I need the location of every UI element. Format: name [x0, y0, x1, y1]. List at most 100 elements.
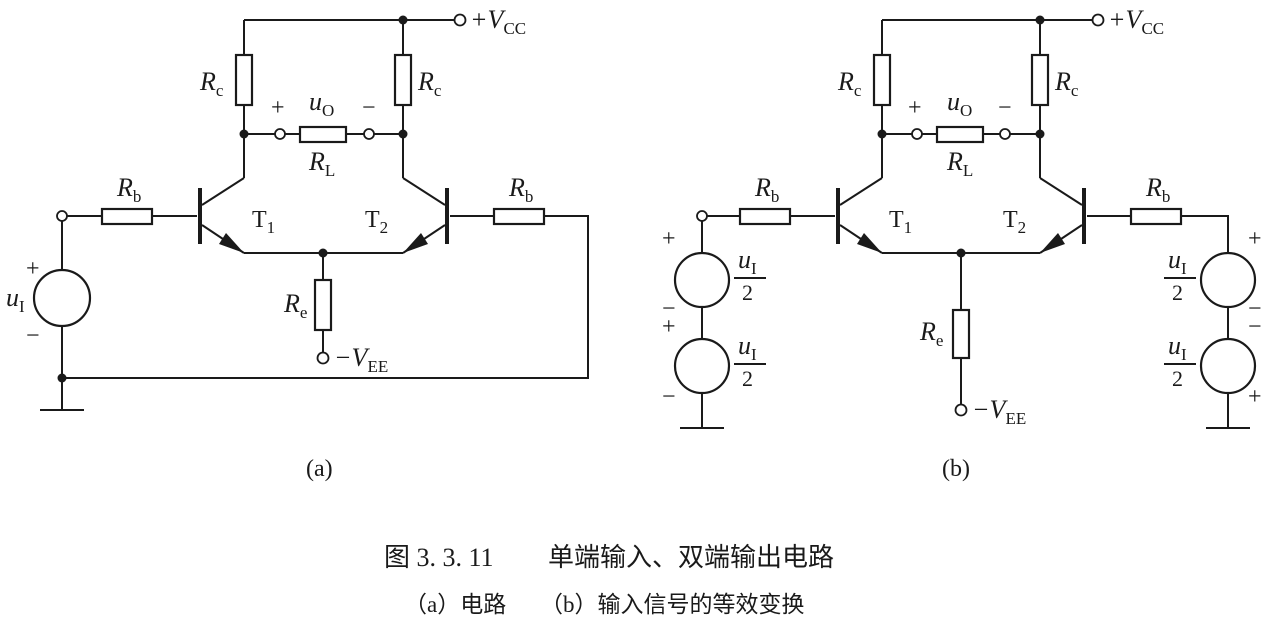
- vee-terminal-a: [316, 351, 330, 365]
- rl-label-a: RL: [308, 147, 335, 180]
- rb-left-resistor-b: [738, 207, 792, 226]
- caption-title: 单端输入、双端输出电路: [548, 543, 834, 572]
- rc-right-label-a: Rc: [417, 67, 442, 100]
- vcc-terminal-a: [453, 13, 467, 27]
- rc-left-label-b: Rc: [837, 67, 862, 100]
- subcaption-a: （a）电路: [404, 592, 506, 617]
- source-plus-a: +: [26, 256, 40, 282]
- vcc-label-b: +VCC: [1108, 5, 1164, 38]
- input-terminal-b: [696, 210, 708, 222]
- rb-right-resistor-a: [492, 207, 546, 226]
- output-plus-a: +: [271, 95, 285, 121]
- source-minus-left-top: −: [662, 296, 676, 322]
- re-label-b: Re: [919, 317, 943, 350]
- right-base-wire-b: [1087, 215, 1229, 428]
- ui-label-a: uI: [6, 283, 25, 316]
- vee-label-a: −VEE: [334, 343, 388, 376]
- output-minus-a: −: [362, 95, 376, 121]
- node-b: [877, 129, 887, 139]
- source-plus-right-bottom: +: [1248, 384, 1262, 410]
- rl-resistor-b: [935, 125, 985, 144]
- rl-label-b: RL: [946, 147, 973, 180]
- rc-left-resistor-b: [872, 53, 892, 107]
- vee-terminal-b: [954, 403, 968, 417]
- source-minus-a: −: [26, 323, 40, 349]
- vcc-label-a: +VCC: [470, 5, 526, 38]
- output-plus-b: +: [908, 95, 922, 121]
- t2-label-b: T2: [1003, 207, 1026, 237]
- rb-right-label-a: Rb: [508, 173, 533, 206]
- vcc-terminal-b: [1091, 13, 1105, 27]
- source-minus-right-bottom: −: [1248, 314, 1262, 340]
- half-ui-fraction-right-bottom: uI 2: [1164, 331, 1196, 391]
- rc-left-label-a: Rc: [199, 67, 224, 100]
- svg-text:2: 2: [742, 280, 753, 305]
- source-minus-left-bottom: −: [662, 384, 676, 410]
- source-minus-right-top: −: [1248, 296, 1262, 322]
- half-ui-fraction-right-top: uI 2: [1164, 245, 1196, 305]
- node-a: [398, 15, 408, 25]
- node-a: [398, 129, 408, 139]
- rc-right-resistor-b: [1030, 53, 1050, 107]
- uo-label-a: uO: [309, 87, 334, 120]
- svg-text:uI: uI: [738, 331, 757, 364]
- half-ui-fraction-left-bottom: uI 2: [734, 331, 766, 391]
- subcaption-b: （b）输入信号的等效变换: [540, 592, 805, 617]
- source-plus-left-bottom: +: [662, 314, 676, 340]
- t1-emitter-arrow: [857, 233, 882, 253]
- rb-right-label-b: Rb: [1145, 173, 1170, 206]
- right-base-wire-a: [62, 215, 589, 379]
- node-a: [318, 248, 328, 258]
- svg-text:2: 2: [1172, 366, 1183, 391]
- output-minus-b: −: [998, 95, 1012, 121]
- rc-right-resistor-a: [393, 53, 413, 107]
- half-source-left-top: [673, 251, 731, 309]
- rb-left-resistor-a: [100, 207, 154, 226]
- node-a: [57, 373, 67, 383]
- output-terminal-minus-a: [363, 128, 375, 140]
- rb-left-label-a: Rb: [116, 173, 141, 206]
- input-terminal-a: [56, 210, 68, 222]
- node-a: [239, 129, 249, 139]
- svg-text:2: 2: [742, 366, 753, 391]
- re-label-a: Re: [283, 289, 307, 322]
- output-terminal-plus-a: [274, 128, 286, 140]
- caption-number: 图 3. 3. 11: [384, 543, 494, 572]
- rc-left-resistor-a: [234, 53, 254, 107]
- t2-label-a: T2: [365, 207, 388, 237]
- half-source-right-bottom: [1199, 337, 1257, 395]
- source-plus-left-top: +: [662, 226, 676, 252]
- half-ui-fraction-left-top: uI 2: [734, 245, 766, 305]
- re-resistor-b: [951, 308, 971, 360]
- half-source-left-bottom: [673, 337, 731, 395]
- node-b: [1035, 129, 1045, 139]
- panel-b-label: (b): [942, 456, 970, 482]
- rb-left-label-b: Rb: [754, 173, 779, 206]
- t1-label-b: T1: [889, 207, 912, 237]
- node-b: [956, 248, 966, 258]
- re-resistor-a: [313, 278, 333, 332]
- rc-right-label-b: Rc: [1054, 67, 1079, 100]
- input-source-a: [32, 268, 92, 328]
- t2-emitter-arrow: [403, 233, 428, 253]
- t1-emitter-arrow: [219, 233, 244, 253]
- svg-text:uI: uI: [738, 245, 757, 278]
- node-b: [1035, 15, 1045, 25]
- svg-text:2: 2: [1172, 280, 1183, 305]
- source-plus-right-top: +: [1248, 226, 1262, 252]
- output-terminal-plus-b: [911, 128, 923, 140]
- uo-label-b: uO: [947, 87, 972, 120]
- vee-label-b: −VEE: [972, 395, 1026, 428]
- panel-a-label: (a): [306, 456, 333, 482]
- panel-b: +VCC Rc Rc + − uO RL Rb Rb T1 T2 Re −VEE…: [662, 5, 1262, 482]
- half-source-right-top: [1199, 251, 1257, 309]
- t1-label-a: T1: [252, 207, 275, 237]
- panel-a: +VCC Rc Rc + − uO RL Rb Rb T1 T2 Re −VEE…: [6, 5, 589, 482]
- t2-emitter-arrow: [1040, 233, 1065, 253]
- rb-right-resistor-b: [1129, 207, 1183, 226]
- svg-text:uI: uI: [1168, 245, 1187, 278]
- svg-text:uI: uI: [1168, 331, 1187, 364]
- rl-resistor-a: [298, 125, 348, 144]
- output-terminal-minus-b: [999, 128, 1011, 140]
